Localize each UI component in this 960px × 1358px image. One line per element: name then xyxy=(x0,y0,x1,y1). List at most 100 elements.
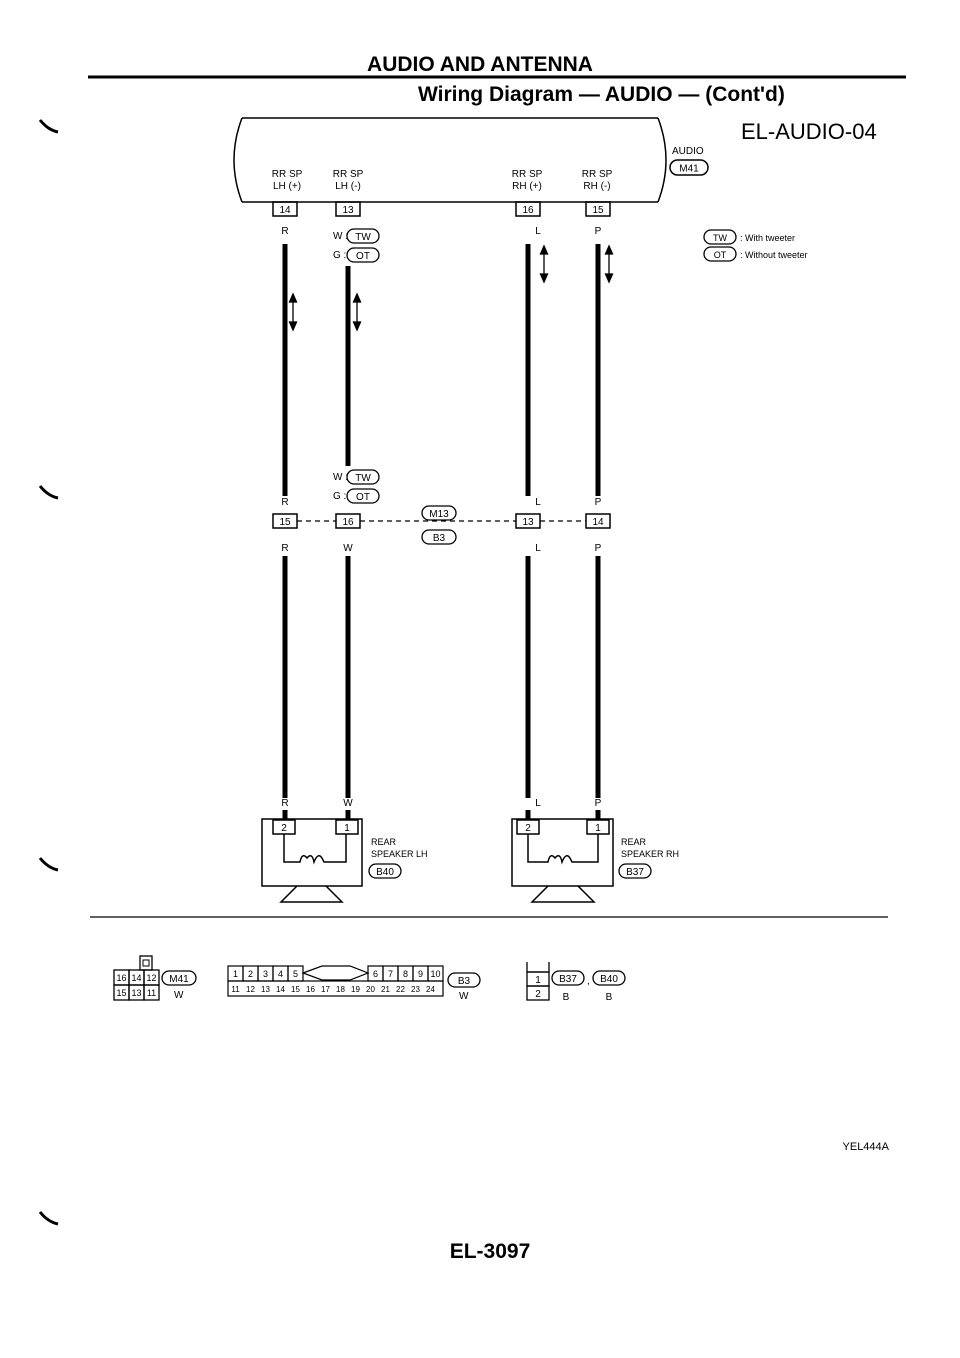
svg-text:13: 13 xyxy=(131,988,141,998)
svg-text:G :: G : xyxy=(333,491,346,502)
svg-text:W: W xyxy=(343,543,353,554)
legend: TW : With tweeter OT : Without tweeter xyxy=(703,229,808,262)
svg-text:11: 11 xyxy=(147,988,156,998)
svg-text:B37: B37 xyxy=(626,867,644,878)
svg-text:13: 13 xyxy=(522,517,534,528)
svg-text:OT: OT xyxy=(356,251,370,262)
junction-lower-colors: R W L P xyxy=(281,543,601,554)
svg-text:M41: M41 xyxy=(679,164,699,175)
lower-wires xyxy=(282,556,601,798)
svg-text:8: 8 xyxy=(403,969,408,979)
svg-text:24: 24 xyxy=(426,985,435,994)
svg-text:RH (+): RH (+) xyxy=(512,181,542,192)
svg-text:TW: TW xyxy=(713,233,727,243)
svg-text:1: 1 xyxy=(233,969,238,979)
svg-text:REAR: REAR xyxy=(371,837,397,847)
junction-connector-bottom: B3 xyxy=(433,533,446,544)
svg-text:B: B xyxy=(606,992,613,1003)
svg-text:4: 4 xyxy=(278,969,283,979)
svg-text:15: 15 xyxy=(116,988,126,998)
svg-text:B37: B37 xyxy=(559,974,577,985)
svg-text:RR SP: RR SP xyxy=(582,169,613,180)
section-title: AUDIO AND ANTENNA xyxy=(367,53,593,76)
svg-text:RR SP: RR SP xyxy=(512,169,543,180)
svg-text:23: 23 xyxy=(411,985,420,994)
svg-text:13: 13 xyxy=(261,985,270,994)
upper-wires xyxy=(282,244,601,496)
svg-text:P: P xyxy=(595,798,602,809)
svg-text:14: 14 xyxy=(279,205,291,216)
svg-text:R: R xyxy=(281,798,288,809)
svg-text:W :: W : xyxy=(333,231,348,242)
svg-text:: Without tweeter: : Without tweeter xyxy=(740,250,808,260)
svg-text:L: L xyxy=(535,798,541,809)
svg-text:1: 1 xyxy=(595,823,601,834)
svg-text:SPEAKER LH: SPEAKER LH xyxy=(371,849,428,859)
svg-text:P: P xyxy=(595,497,602,508)
svg-text:5: 5 xyxy=(293,969,298,979)
svg-text:RR SP: RR SP xyxy=(333,169,364,180)
rear-speaker-rh: 2 1 REAR SPEAKER RH B37 xyxy=(511,818,679,903)
svg-text:22: 22 xyxy=(396,985,405,994)
svg-text:1: 1 xyxy=(344,823,350,834)
svg-text:: With tweeter: : With tweeter xyxy=(740,233,795,243)
svg-text:16: 16 xyxy=(116,973,126,983)
figure-code: YEL444A xyxy=(843,1141,890,1153)
connector-view-b37-b40: 1 2 B37 , B40 B B xyxy=(526,962,626,1003)
svg-text:B3: B3 xyxy=(458,976,471,987)
connector-view-m41: 16 14 12 15 13 11 M41 W xyxy=(113,955,197,1001)
svg-text:L: L xyxy=(535,226,541,237)
svg-text:10: 10 xyxy=(430,969,440,979)
svg-text:2: 2 xyxy=(248,969,253,979)
svg-text:1: 1 xyxy=(535,975,541,986)
svg-text:13: 13 xyxy=(342,205,354,216)
svg-text:W: W xyxy=(343,798,353,809)
svg-text:12: 12 xyxy=(146,973,156,983)
svg-text:11: 11 xyxy=(231,985,240,994)
svg-text:TW: TW xyxy=(355,232,371,243)
diagram-code: EL-AUDIO-04 xyxy=(741,119,877,144)
svg-text:OT: OT xyxy=(356,492,370,503)
svg-text:14: 14 xyxy=(276,985,285,994)
svg-text:L: L xyxy=(535,543,541,554)
svg-text:6: 6 xyxy=(373,969,378,979)
svg-text:M41: M41 xyxy=(169,974,189,985)
svg-text:2: 2 xyxy=(525,823,531,834)
svg-text:15: 15 xyxy=(592,205,604,216)
audio-connector-badge: M41 xyxy=(669,159,709,176)
svg-text:2: 2 xyxy=(281,823,287,834)
svg-text:14: 14 xyxy=(131,973,141,983)
svg-text:REAR: REAR xyxy=(621,837,647,847)
svg-text:19: 19 xyxy=(351,985,360,994)
svg-text:16: 16 xyxy=(306,985,315,994)
svg-text:W :: W : xyxy=(333,472,348,483)
svg-text:B: B xyxy=(563,992,570,1003)
svg-text:7: 7 xyxy=(388,969,393,979)
svg-text:RH (-): RH (-) xyxy=(583,181,610,192)
audio-pin-boxes xyxy=(272,201,611,217)
svg-text:,: , xyxy=(587,976,590,987)
page-subtitle: Wiring Diagram — AUDIO — (Cont'd) xyxy=(418,83,785,106)
svg-text:18: 18 xyxy=(336,985,345,994)
speaker-wire-colors: R W L P xyxy=(281,798,601,809)
signal-arrows xyxy=(288,244,614,332)
svg-text:P: P xyxy=(595,226,602,237)
svg-text:14: 14 xyxy=(592,517,604,528)
margin-marks xyxy=(38,119,59,1226)
variant-tags-mid: W : TW G : OT xyxy=(333,469,380,504)
svg-text:SPEAKER RH: SPEAKER RH xyxy=(621,849,679,859)
svg-text:G :: G : xyxy=(333,250,346,261)
svg-text:TW: TW xyxy=(355,473,371,484)
svg-text:15: 15 xyxy=(291,985,300,994)
svg-text:16: 16 xyxy=(342,517,354,528)
svg-text:9: 9 xyxy=(418,969,423,979)
svg-text:16: 16 xyxy=(522,205,534,216)
rear-speaker-lh: 2 1 REAR SPEAKER LH B40 xyxy=(261,818,428,903)
svg-text:OT: OT xyxy=(714,250,727,260)
svg-text:RR SP: RR SP xyxy=(272,169,303,180)
audio-pin-numbers: 14 13 16 15 xyxy=(279,205,604,216)
junction-upper-colors: R L P xyxy=(281,497,601,508)
svg-text:15: 15 xyxy=(279,517,291,528)
svg-text:B40: B40 xyxy=(376,867,394,878)
